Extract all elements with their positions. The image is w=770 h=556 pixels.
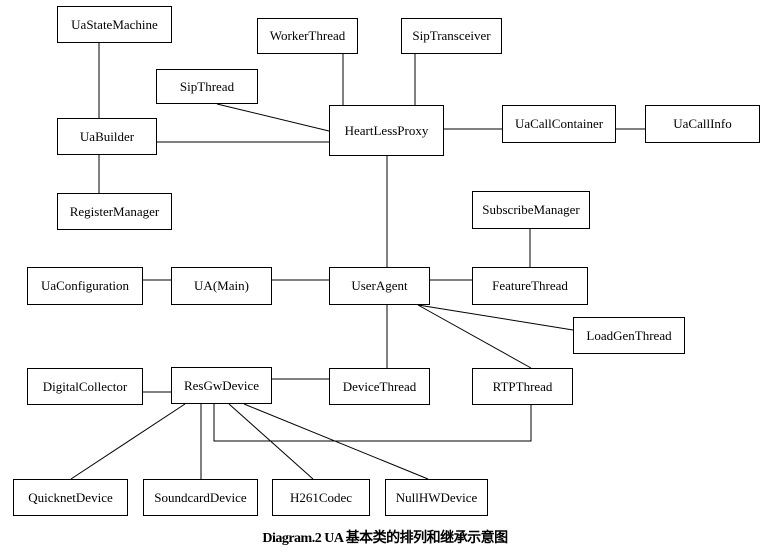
node-label: QuicknetDevice [28,489,113,505]
node-label: SipTransceiver [412,28,491,43]
node-digital-collector: DigitalCollector [27,368,143,405]
node-label: LoadGenThread [586,327,672,343]
edge-sip-thread-to-heart-less-proxy [216,103,330,132]
node-ua-call-container: UaCallContainer [502,105,616,143]
node-label: UaStateMachine [71,16,158,32]
node-label: SoundcardDevice [154,489,247,505]
edge-res-gw-device-to-h261-codec [228,403,314,480]
node-label: SubscribeManager [482,202,580,217]
node-label: H261Codec [289,489,353,505]
node-h261-codec: H261Codec [272,479,370,516]
edge-user-agent-to-load-gen-thread [417,304,574,331]
node-label: UA(Main) [194,278,249,293]
node-label: RTPThread [492,378,553,394]
node-sip-thread: SipThread [156,69,258,104]
node-null-hw-device: NullHWDevice [385,479,488,516]
node-user-agent: UserAgent [329,267,430,305]
node-load-gen-thread: LoadGenThread [573,317,685,354]
node-label: UaConfiguration [40,278,130,293]
node-label: RegisterManager [69,203,160,219]
node-label: UserAgent [351,278,408,293]
node-register-manager: RegisterManager [57,193,172,230]
node-ua-configuration: UaConfiguration [27,267,143,305]
node-soundcard-device: SoundcardDevice [143,479,258,516]
node-res-gw-device: ResGwDevice [171,367,272,404]
node-device-thread: DeviceThread [329,368,430,405]
node-heart-less-proxy: HeartLessProxy [329,105,444,156]
node-label: FeatureThread [492,278,568,293]
edge-res-gw-device-to-null-hw-device [243,403,429,480]
node-label: NullHWDevice [395,489,478,505]
node-label: WorkerThread [269,28,346,43]
node-label: HeartLessProxy [344,122,429,138]
node-label: ResGwDevice [183,377,260,393]
node-label: DeviceThread [342,378,417,394]
edge-res-gw-device-to-rtp-thread [213,404,532,442]
edge-user-agent-to-rtp-thread [417,304,532,369]
node-subscribe-manager: SubscribeManager [472,191,590,229]
node-label: UaBuilder [79,128,135,144]
edge-res-gw-device-to-quicknet-device [70,403,186,480]
node-ua-call-info: UaCallInfo [645,105,760,143]
node-label: UaCallInfo [673,116,732,131]
node-ua-builder: UaBuilder [57,118,157,155]
node-label: DigitalCollector [42,378,128,394]
node-quicknet-device: QuicknetDevice [13,479,128,516]
diagram-caption: Diagram.2 UA 基本类的排列和继承示意图 [262,531,508,546]
node-rtp-thread: RTPThread [472,368,573,405]
node-label: UaCallContainer [514,116,604,131]
node-ua-state-machine: UaStateMachine [57,6,172,43]
node-label: SipThread [179,78,235,94]
node-feature-thread: FeatureThread [472,267,588,305]
node-sip-transceiver: SipTransceiver [401,18,502,54]
node-ua-main: UA(Main) [171,267,272,305]
node-worker-thread: WorkerThread [257,18,358,54]
